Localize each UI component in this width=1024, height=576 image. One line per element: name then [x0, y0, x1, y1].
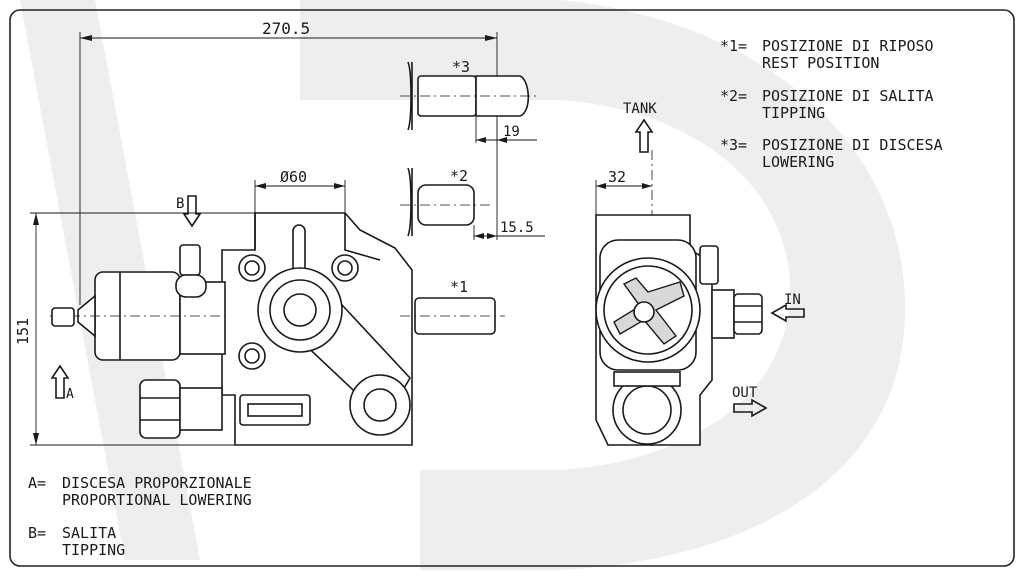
legend-it-2: POSIZIONE DI SALITA [762, 87, 934, 105]
legend-positions: *1= POSIZIONE DI RIPOSO REST POSITION *2… [720, 37, 943, 171]
dim-stroke-2: 15.5 [500, 220, 534, 236]
port-a-label: A [66, 387, 74, 402]
legend-it-3: POSIZIONE DI DISCESA [762, 136, 943, 154]
side-view: 32 TANK IN OUT [595, 101, 805, 450]
dim-overall-width: 270.5 [262, 19, 310, 38]
legend-key-2: *2= [720, 87, 747, 105]
legend-en-a: PROPORTIONAL LOWERING [62, 491, 252, 509]
port-tank-label: TANK [623, 101, 657, 117]
legend-en-b: TIPPING [62, 541, 125, 559]
position-2-tag: *2 [450, 167, 468, 185]
port-in-label: IN [784, 292, 801, 308]
legend-en-2: TIPPING [762, 104, 825, 122]
dim-stroke-3: 19 [503, 124, 520, 140]
legend-ports: A= DISCESA PROPORZIONALE PROPORTIONAL LO… [28, 474, 252, 559]
dim-diameter: Ø60 [280, 168, 307, 186]
legend-en-1: REST POSITION [762, 54, 879, 72]
legend-it-a: DISCESA PROPORZIONALE [62, 474, 252, 492]
port-b-label: B [176, 196, 184, 212]
position-2-detail: *2 15.5 [400, 167, 545, 240]
legend-key-1: *1= [720, 37, 747, 55]
dim-height: 151 [14, 318, 32, 345]
legend-it-1: POSIZIONE DI RIPOSO [762, 37, 934, 55]
dim-side-offset: 32 [608, 168, 626, 186]
legend-it-b: SALITA [62, 524, 116, 542]
drawing-frame [9, 9, 1015, 567]
port-out-label: OUT [732, 385, 758, 401]
legend-key-3: *3= [720, 136, 747, 154]
legend-key-b: B= [28, 524, 46, 542]
position-1-tag: *1 [450, 278, 468, 296]
position-3-detail: *3 19 [400, 58, 540, 143]
front-view: 270.5 151 Ø60 [14, 19, 545, 446]
legend-key-a: A= [28, 474, 46, 492]
position-3-tag: *3 [452, 58, 470, 76]
legend-en-3: LOWERING [762, 153, 834, 171]
